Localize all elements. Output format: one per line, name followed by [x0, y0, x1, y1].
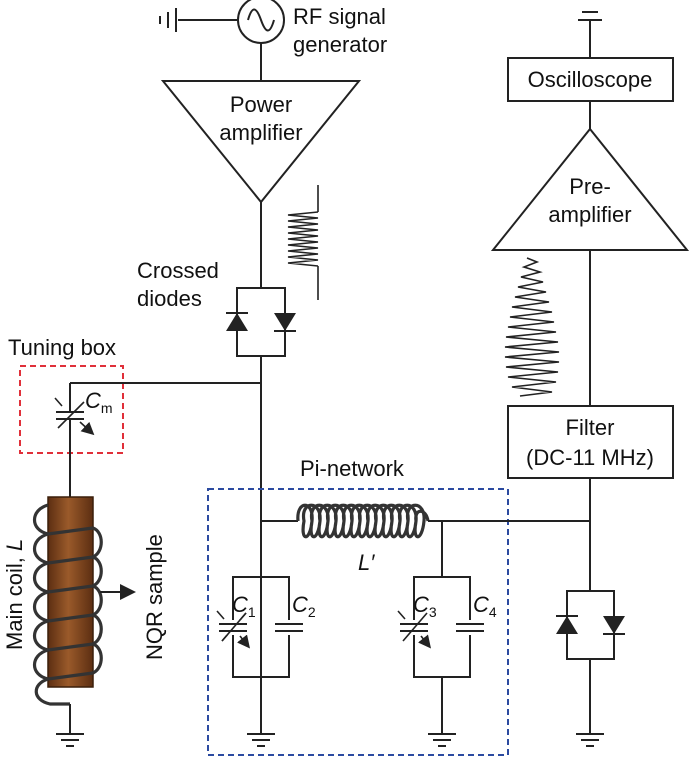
rf-generator-label-line1: RF signal [293, 4, 386, 29]
filter-label-line2: (DC-11 MHz) [526, 445, 654, 470]
rf-generator-ground [159, 8, 237, 32]
received-signal-waveform [504, 257, 560, 397]
oscilloscope-ground [578, 11, 602, 58]
c1-label: C1 [232, 592, 256, 620]
crossed-diodes-label-line1: Crossed [137, 258, 219, 283]
tuning-box-label: Tuning box [8, 335, 116, 360]
c4-label: C4 [473, 592, 497, 620]
filter-label-line1: Filter [566, 415, 615, 440]
tuning-capacitor-cm [54, 383, 95, 500]
ground-icon [56, 733, 84, 747]
rf-generator-label-line2: generator [293, 32, 387, 57]
pi-network-label: Pi-network [300, 456, 405, 481]
ground-icon [247, 733, 275, 747]
tuning-box [19, 365, 124, 454]
crossed-diodes-rx [556, 590, 625, 660]
rf-pulse-waveform [287, 185, 319, 300]
crossed-diodes-tx [226, 287, 296, 357]
pi-network-box [207, 488, 509, 756]
diode-icon [274, 313, 296, 331]
power-amplifier-label-line1: Power [230, 92, 292, 117]
diode-icon [226, 313, 248, 331]
c2-label: C2 [292, 592, 316, 620]
ground-icon [576, 733, 604, 747]
oscilloscope-label: Oscilloscope [528, 67, 653, 92]
crossed-diodes-label-line2: diodes [137, 286, 202, 311]
c3-label: C3 [413, 592, 437, 620]
main-coil [32, 496, 103, 706]
main-coil-label: Main coil, L [2, 539, 27, 650]
preamplifier-label-line2: amplifier [548, 202, 631, 227]
ground-icon [428, 733, 456, 747]
filter [507, 405, 674, 479]
nqr-sample-label: NQR sample [142, 534, 167, 660]
rf-signal-generator [237, 0, 285, 44]
sine-wave-icon [247, 8, 275, 32]
l-prime-label: L′ [358, 550, 375, 575]
power-amplifier-label-line2: amplifier [219, 120, 302, 145]
preamplifier-label-line1: Pre- [569, 174, 611, 199]
diode-icon [556, 616, 578, 634]
diode-icon [603, 616, 625, 634]
cm-label: Cm [85, 388, 113, 416]
inductor-l-prime [296, 503, 430, 539]
power-amplifier [160, 80, 362, 204]
